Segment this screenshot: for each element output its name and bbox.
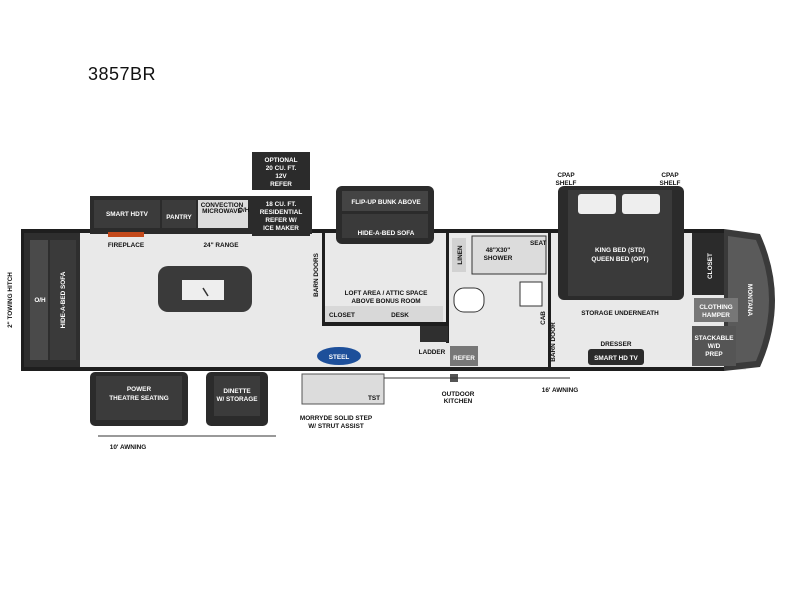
svg-text:SMART HD TV: SMART HD TV xyxy=(594,355,638,362)
svg-text:STEEL: STEEL xyxy=(329,354,350,361)
front-closet xyxy=(692,233,724,295)
svg-text:STACKABLE: STACKABLE xyxy=(695,335,735,342)
dresser-label: DRESSER xyxy=(601,341,632,348)
svg-text:RESIDENTIAL: RESIDENTIAL xyxy=(260,209,303,216)
linen-closet xyxy=(452,238,466,272)
smart-hdtv-label: SMART HDTV xyxy=(106,211,149,218)
brand-text: MONTANA xyxy=(746,284,753,317)
svg-text:LINEN: LINEN xyxy=(457,245,464,265)
storage-underneath-label: STORAGE UNDERNEATH xyxy=(581,310,659,317)
svg-text:W/D: W/D xyxy=(708,343,721,350)
svg-text:HAMPER: HAMPER xyxy=(702,312,730,319)
queen-bed-label: QUEEN BED (OPT) xyxy=(591,256,648,263)
svg-text:48"X30": 48"X30" xyxy=(486,247,511,254)
desk-label: DESK xyxy=(391,312,409,319)
steel-badge xyxy=(317,347,361,365)
awning-16-label: 16' AWNING xyxy=(542,387,578,394)
svg-text:POWER: POWER xyxy=(127,386,152,393)
clothing-hamper xyxy=(694,298,738,322)
mid-sofa-label: HIDE-A-BED SOFA xyxy=(358,230,415,237)
smart-hd-tv xyxy=(588,349,644,365)
svg-text:SHELF: SHELF xyxy=(556,180,577,187)
svg-text:DINETTE: DINETTE xyxy=(223,388,251,395)
svg-text:W/ STRUT ASSIST: W/ STRUT ASSIST xyxy=(308,423,364,430)
rear-oh-label: O/H xyxy=(34,297,46,304)
towing-hitch-label: 2" TOWING HITCH xyxy=(7,272,14,328)
svg-text:CPAP: CPAP xyxy=(557,172,575,179)
svg-text:18 CU. FT.: 18 CU. FT. xyxy=(266,201,297,208)
model-name: 3857BR xyxy=(88,64,157,84)
range-label: 24" RANGE xyxy=(204,242,240,249)
fireplace-icon xyxy=(108,232,144,237)
svg-text:REFER: REFER xyxy=(270,181,292,188)
small-refer xyxy=(450,346,478,366)
svg-text:KITCHEN: KITCHEN xyxy=(444,398,473,405)
svg-text:LOFT AREA / ATTIC SPACE: LOFT AREA / ATTIC SPACE xyxy=(345,290,429,297)
svg-text:ABOVE BONUS ROOM: ABOVE BONUS ROOM xyxy=(351,298,420,305)
svg-text:CLOTHING: CLOTHING xyxy=(699,304,732,311)
svg-text:SHELF: SHELF xyxy=(660,180,681,187)
toilet-icon xyxy=(453,287,485,313)
ladder-label: LADDER xyxy=(419,349,446,356)
svg-text:THEATRE SEATING: THEATRE SEATING xyxy=(109,395,168,402)
svg-text:REFER: REFER xyxy=(453,355,475,362)
optional-refer-box xyxy=(252,152,310,190)
shower xyxy=(471,235,547,275)
svg-text:CONVECTION: CONVECTION xyxy=(201,202,244,209)
kitchen-oh-label: O/H xyxy=(238,207,250,214)
rear-sofa-label: HIDE-A-BED SOFA xyxy=(60,271,67,328)
morryde-step xyxy=(301,373,385,405)
svg-text:SHOWER: SHOWER xyxy=(484,255,513,262)
svg-text:W/ STORAGE: W/ STORAGE xyxy=(216,396,258,403)
king-bed-label: KING BED (STD) xyxy=(595,247,645,254)
barn-door-label: BARN DOOR xyxy=(550,322,557,362)
svg-text:12V: 12V xyxy=(275,173,287,180)
svg-text:PREP: PREP xyxy=(705,351,723,358)
tst-badge: TST xyxy=(368,395,380,402)
sink-icon xyxy=(519,281,543,307)
flip-up-bunk-label: FLIP-UP BUNK ABOVE xyxy=(351,199,421,206)
svg-text:CAB: CAB xyxy=(540,311,547,325)
svg-text:20 CU. FT.: 20 CU. FT. xyxy=(266,165,297,172)
awning-10-label: 10' AWNING xyxy=(110,444,146,451)
svg-text:SEAT: SEAT xyxy=(530,240,547,247)
svg-text:CPAP: CPAP xyxy=(661,172,679,179)
fireplace-label: FIREPLACE xyxy=(108,242,145,249)
svg-text:ICE MAKER: ICE MAKER xyxy=(263,225,299,232)
svg-text:OUTDOOR: OUTDOOR xyxy=(442,391,475,398)
pantry-label: PANTRY xyxy=(166,214,192,221)
svg-text:REFER W/: REFER W/ xyxy=(265,217,296,224)
barn-doors-label: BARN DOORS xyxy=(313,252,320,296)
bonus-closet-label: CLOSET xyxy=(329,312,355,319)
svg-text:OPTIONAL: OPTIONAL xyxy=(264,157,297,164)
svg-text:MORRYDE SOLID STEP: MORRYDE SOLID STEP xyxy=(300,415,373,422)
svg-text:MICROWAVE: MICROWAVE xyxy=(202,208,242,215)
stackable-wd xyxy=(692,326,736,366)
svg-text:CLOSET: CLOSET xyxy=(707,253,714,279)
